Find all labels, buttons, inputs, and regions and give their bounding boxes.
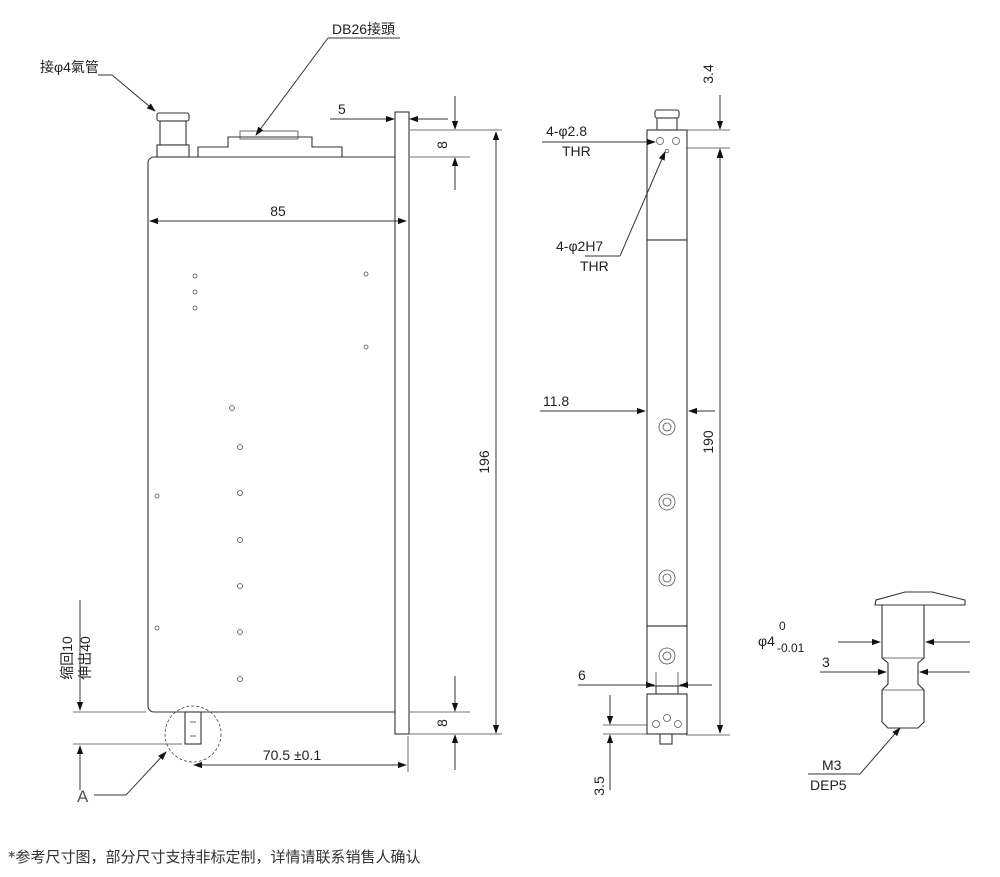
footnote: *参考尺寸图，部分尺寸支持非标定制，详情请联系销售人确认 xyxy=(8,848,421,866)
front-view xyxy=(73,37,502,796)
dim-dia-4: φ4 xyxy=(758,633,775,649)
rod-body xyxy=(881,604,925,729)
dim-8-bottom: 8 xyxy=(434,719,450,727)
side-mount-holes xyxy=(658,418,676,665)
dim-3-5: 3.5 xyxy=(591,776,607,796)
dim-6: 6 xyxy=(578,667,586,683)
label-pins: 4-φ2H7 xyxy=(556,238,603,254)
side-view xyxy=(540,95,730,790)
rod-head xyxy=(874,591,966,606)
dim-196: 196 xyxy=(476,450,492,474)
face-holes xyxy=(154,271,369,682)
label-detail-a: A xyxy=(77,787,89,806)
dim-85: 85 xyxy=(270,203,286,219)
side-head-block xyxy=(646,129,688,241)
label-air-pipe: 接φ4氣管 xyxy=(40,59,99,75)
dim-3: 3 xyxy=(822,654,830,670)
detail-a-circle xyxy=(164,705,222,763)
actuator-body xyxy=(147,156,409,713)
label-depth: DEP5 xyxy=(810,777,847,793)
label-connector: DB26接頭 xyxy=(332,21,395,37)
label-stroke-extend: 伸出40 xyxy=(77,636,93,680)
tol-upper: 0 xyxy=(779,619,786,633)
air-fitting xyxy=(156,112,190,158)
label-thr-2: THR xyxy=(580,258,609,274)
dim-5: 5 xyxy=(338,101,346,117)
detail-a-view xyxy=(808,591,970,775)
side-strip xyxy=(394,111,410,735)
dim-190: 190 xyxy=(700,430,716,454)
dim-3-4: 3.4 xyxy=(700,64,716,84)
label-thr-1: THR xyxy=(562,143,591,159)
dim-11-8: 11.8 xyxy=(543,393,569,409)
label-thread: M3 xyxy=(822,757,842,773)
label-holes-thr: 4-φ2.8 xyxy=(546,123,587,139)
piston-rod xyxy=(184,711,202,745)
tol-lower: -0.01 xyxy=(777,641,805,655)
label-stroke-retract: 缩回10 xyxy=(59,636,75,680)
dim-8-top: 8 xyxy=(434,141,450,149)
db26-connector xyxy=(197,136,343,158)
dim-70-5: 70.5 ±0.1 xyxy=(263,747,321,763)
